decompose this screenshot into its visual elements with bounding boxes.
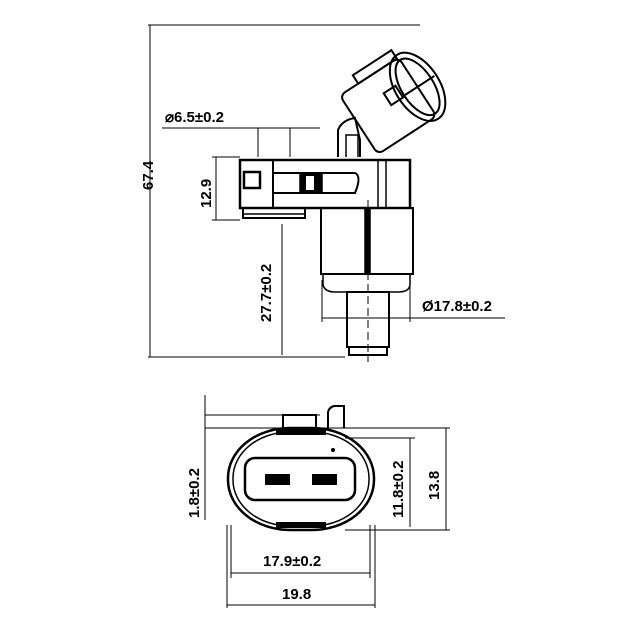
side-view <box>148 24 505 362</box>
outer-width-label: 19.8 <box>282 586 312 603</box>
connector-face-view <box>204 395 450 608</box>
inner-width-label: 17.9±0.2 <box>263 553 322 570</box>
connector-height-label: 12.9 <box>198 178 215 208</box>
body-diameter-label: Ø17.8±0.2 <box>422 298 492 315</box>
outer-height-label: 13.8 <box>426 470 443 500</box>
shaft-diameter-label: ⌀6.5±0.2 <box>165 109 224 126</box>
key-height-label: 1.8±0.2 <box>186 468 203 518</box>
inner-height-label: 11.8±0.2 <box>390 460 407 518</box>
mount-to-tip-label: 27.7±0.2 <box>258 263 275 322</box>
overall-height-label: 67.4 <box>140 160 157 190</box>
